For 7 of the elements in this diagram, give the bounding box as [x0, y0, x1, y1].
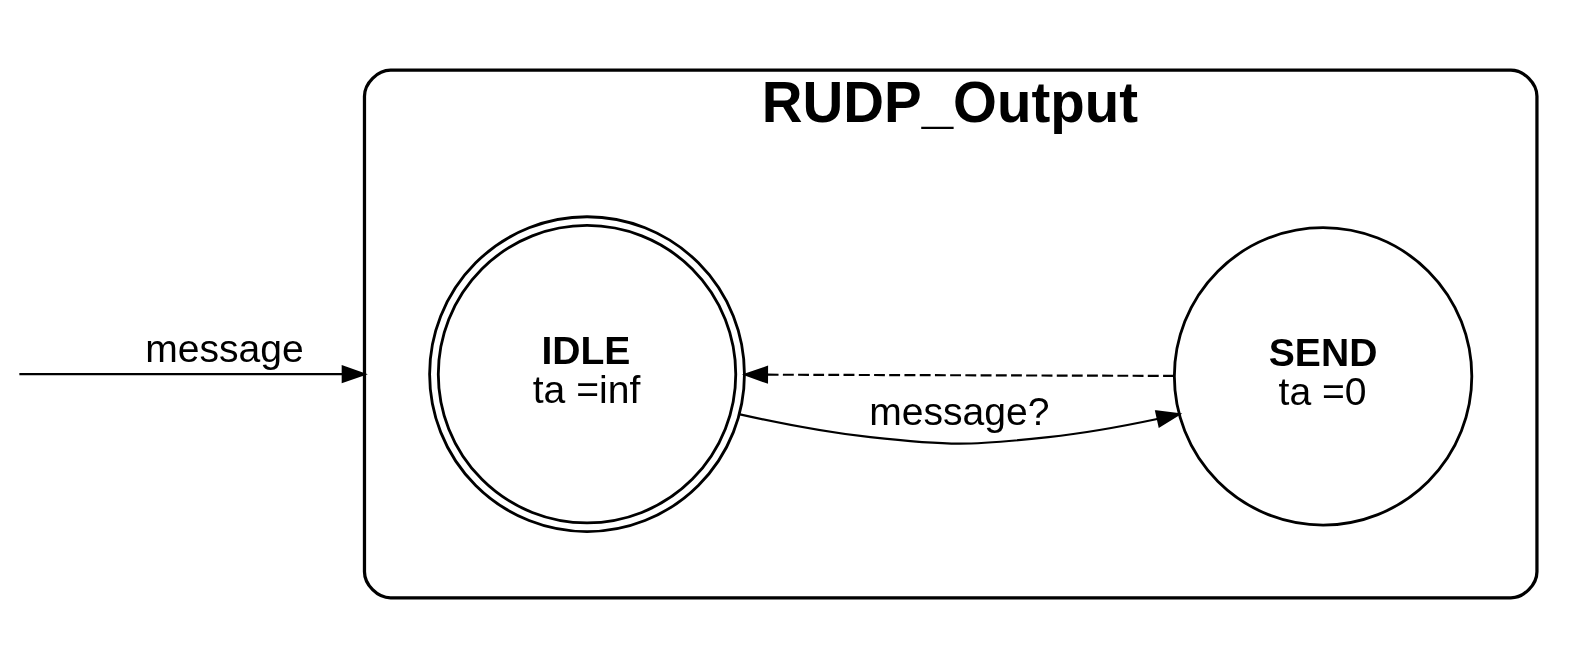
arrow — [739, 410, 1182, 445]
node-circle: SEND ta =0 — [1172, 226, 1473, 527]
arrow — [741, 365, 1174, 384]
edge-label: message — [144, 327, 304, 371]
edge-label: message? — [868, 389, 1050, 433]
node-circle: IDLE ta =inf — [427, 215, 746, 533]
arrow — [18, 365, 368, 384]
